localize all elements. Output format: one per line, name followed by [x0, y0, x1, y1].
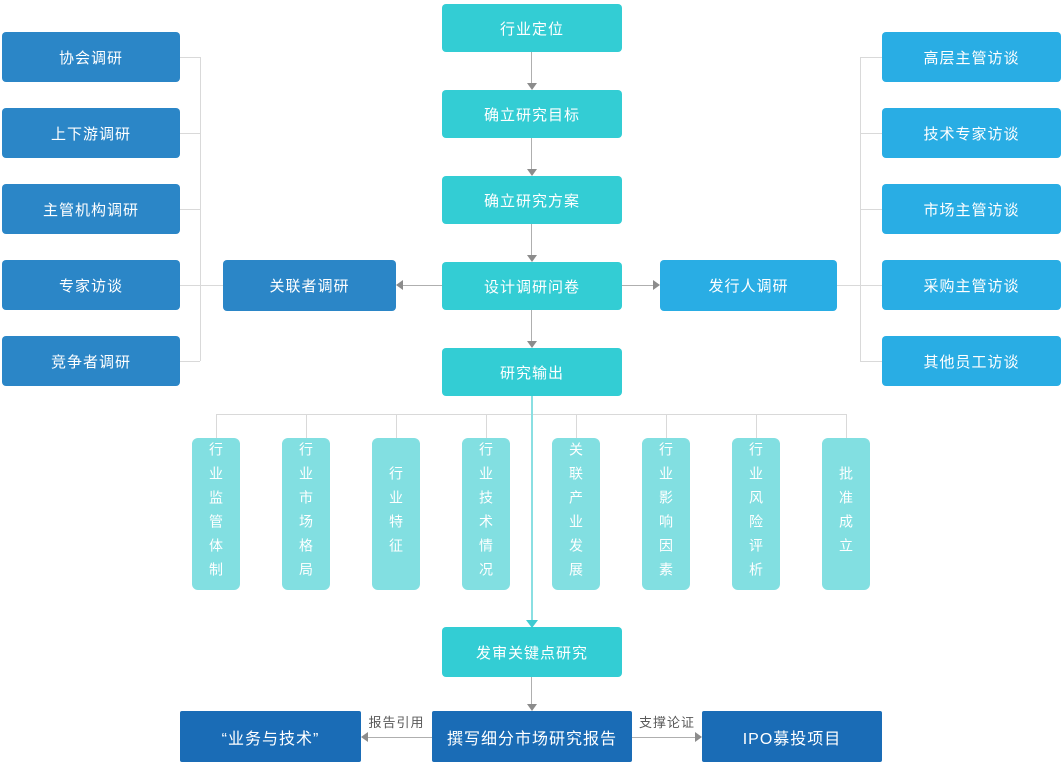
- connector-left-vline: [200, 57, 201, 361]
- node-research-goal: 确立研究目标: [442, 90, 622, 138]
- connector-stub: [576, 414, 577, 438]
- arrow-shaft: [531, 310, 532, 341]
- arrow-down-icon: [527, 83, 537, 90]
- node-industry-positioning: 行业定位: [442, 4, 622, 52]
- node-association-survey: 协会调研: [2, 32, 180, 82]
- edge-label-report-citation: 报告引用: [368, 715, 425, 730]
- arrow-shaft: [531, 138, 532, 169]
- connector-stub: [486, 414, 487, 438]
- connector-stub: [180, 209, 200, 210]
- node-research-plan: 确立研究方案: [442, 176, 622, 224]
- connector-stub: [396, 414, 397, 438]
- arrow-shaft: [531, 52, 532, 83]
- node-competitor-survey: 竞争者调研: [2, 336, 180, 386]
- arrow-right-icon: [653, 280, 660, 290]
- hub-stakeholder-survey: 关联者调研: [223, 260, 396, 311]
- connector-stub: [837, 285, 882, 286]
- arrow-down-icon: [527, 255, 537, 262]
- output-industry-characteristics: 行业特征: [372, 438, 420, 590]
- node-research-output: 研究输出: [442, 348, 622, 396]
- connector-stub: [860, 209, 882, 210]
- connector-stub: [860, 133, 882, 134]
- connector-stub: [860, 57, 882, 58]
- arrow-left-icon: [396, 280, 403, 290]
- output-approval-establishment: 批准成立: [822, 438, 870, 590]
- connector-stub: [180, 57, 200, 58]
- node-design-questionnaire: 设计调研问卷: [442, 262, 622, 310]
- connector-stub: [180, 133, 200, 134]
- connector-stub: [666, 414, 667, 438]
- connector-stub: [860, 361, 882, 362]
- node-updownstream-survey: 上下游调研: [2, 108, 180, 158]
- node-review-key-points: 发审关键点研究: [442, 627, 622, 677]
- arrow-down-icon: [527, 704, 537, 711]
- arrow-left-icon: [361, 732, 368, 742]
- arrow-shaft: [622, 285, 653, 286]
- arrow-shaft-teal: [531, 396, 533, 620]
- arrow-right-icon: [695, 732, 702, 742]
- arrow-shaft: [368, 737, 432, 738]
- edge-label-support-argument: 支撑论证: [638, 715, 695, 730]
- arrow-down-teal-icon: [526, 620, 538, 628]
- connector-stub: [846, 414, 847, 438]
- arrow-shaft: [531, 224, 532, 255]
- output-industry-regulation: 行业监管体制: [192, 438, 240, 590]
- output-industry-impact-factors: 行业影响因素: [642, 438, 690, 590]
- connector-stub: [216, 414, 217, 438]
- connector-stub: [306, 414, 307, 438]
- output-industry-risk-assessment: 行业风险评析: [732, 438, 780, 590]
- output-related-industry-dev: 关联产业发展: [552, 438, 600, 590]
- node-expert-interview: 专家访谈: [2, 260, 180, 310]
- node-senior-exec-interview: 高层主管访谈: [882, 32, 1061, 82]
- node-tech-expert-interview: 技术专家访谈: [882, 108, 1061, 158]
- arrow-down-icon: [527, 169, 537, 176]
- connector-stub: [756, 414, 757, 438]
- node-ipo-fundraising-projects: IPO募投项目: [702, 711, 882, 762]
- node-other-staff-interview: 其他员工访谈: [882, 336, 1061, 386]
- arrow-shaft: [632, 737, 695, 738]
- node-marketing-head-interview: 市场主管访谈: [882, 184, 1061, 234]
- connector-stub: [180, 285, 223, 286]
- node-business-and-technology: “业务与技术”: [180, 711, 361, 762]
- connector-stub: [180, 361, 200, 362]
- output-industry-market-structure: 行业市场格局: [282, 438, 330, 590]
- arrow-shaft: [531, 677, 532, 704]
- arrow-shaft: [403, 285, 442, 286]
- node-regulator-survey: 主管机构调研: [2, 184, 180, 234]
- hub-issuer-survey: 发行人调研: [660, 260, 837, 311]
- node-procurement-head-interview: 采购主管访谈: [882, 260, 1061, 310]
- node-write-market-report: 撰写细分市场研究报告: [432, 711, 632, 762]
- arrow-down-icon: [527, 341, 537, 348]
- output-industry-technology: 行业技术情况: [462, 438, 510, 590]
